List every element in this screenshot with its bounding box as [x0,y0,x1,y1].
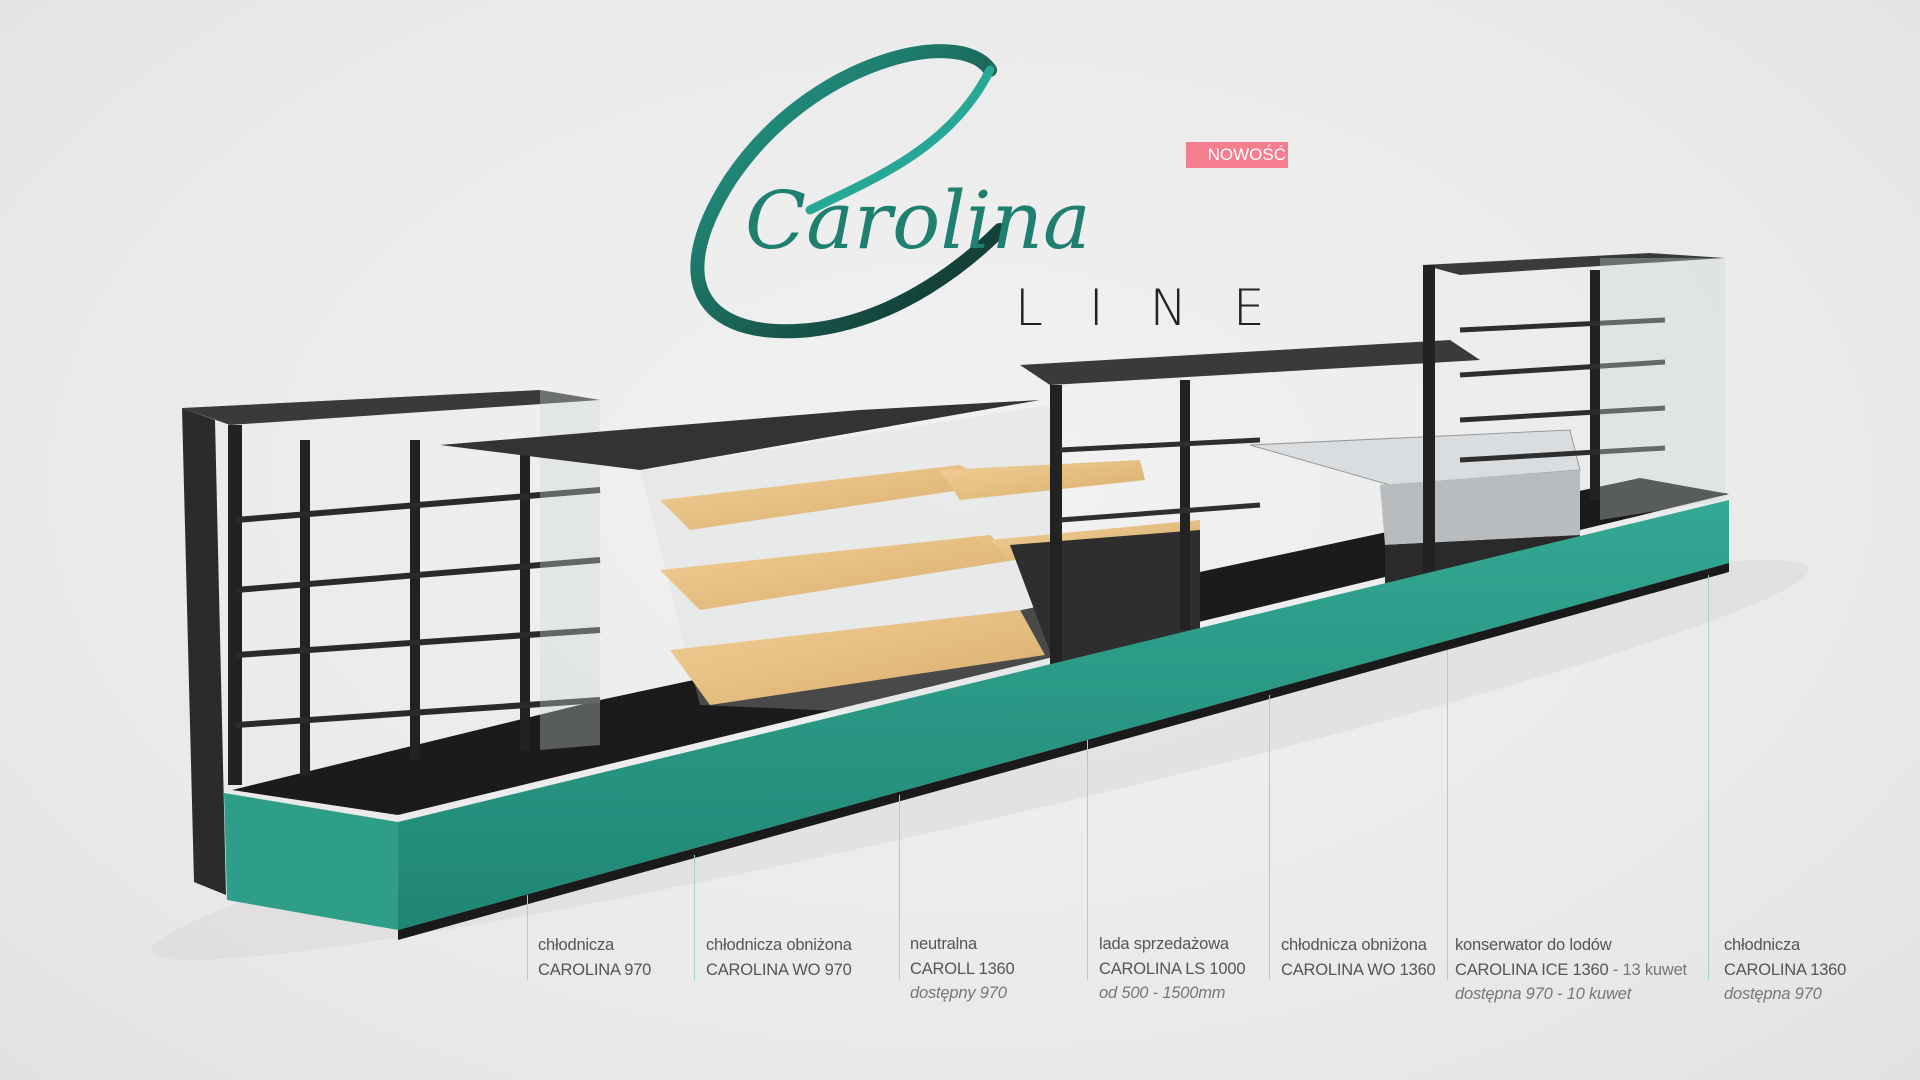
callout-line [694,855,695,980]
product-model: CAROLINA 970 [538,960,652,979]
teal-base-front [398,500,1729,930]
product-label: chłodnicza obniżona CAROLINA WO 970 [706,933,852,982]
product-model: CAROLINA 1360 [1724,960,1847,979]
product-type: lada sprzedażowa [1099,935,1229,953]
callout-line [1269,695,1270,980]
product-model: CAROLINA WO 970 [706,960,852,979]
product-model: CAROLINA ICE 1360 [1455,960,1609,979]
right-display-case [1423,253,1725,575]
left-end-panel [182,408,226,895]
callout-line [1447,650,1448,980]
product-note: dostępna 970 [1724,985,1822,1003]
product-label: konserwator do lodów CAROLINA ICE 1360 -… [1455,933,1687,1007]
product-type: neutralna [910,935,978,953]
product-type: chłodnicza [538,936,614,954]
product-type: konserwator do lodów [1455,936,1612,954]
product-note: dostępny 970 [910,984,1007,1002]
left-display-case [182,390,601,785]
product-model-extra: - 13 kuwet [1608,960,1687,979]
callout-line [1087,740,1088,980]
bakery-display-case [440,400,1200,720]
product-type: chłodnicza obniżona [706,936,852,954]
product-label: neutralna CAROLL 1360 dostępny 970 [910,932,1015,1006]
product-label: chłodnicza CAROLINA 1360 dostępna 970 [1724,933,1846,1007]
product-label: lada sprzedażowa CAROLINA LS 1000 od 500… [1099,932,1246,1006]
new-badge: NOWOŚĆ [1186,142,1288,168]
logo-line-text: LINE [1015,279,1311,337]
product-note: dostępna 970 - 10 kuwet [1455,985,1632,1003]
teal-base-side [224,793,398,930]
callout-line [1708,575,1709,980]
product-label: chłodnicza obniżona CAROLINA WO 1360 [1281,933,1436,982]
product-label: chłodnicza CAROLINA 970 [538,933,651,982]
product-model: CAROLINA WO 1360 [1281,960,1436,979]
product-model: CAROLINA LS 1000 [1099,959,1246,978]
product-note: od 500 - 1500mm [1099,984,1226,1002]
carolina-logo-swirl [690,44,1007,339]
callout-line [527,895,528,980]
product-type: chłodnicza [1724,936,1800,954]
product-model: CAROLL 1360 [910,959,1015,978]
callout-line [899,795,900,980]
product-type: chłodnicza obniżona [1281,936,1427,954]
logo-script-text: Carolina [745,174,1091,267]
